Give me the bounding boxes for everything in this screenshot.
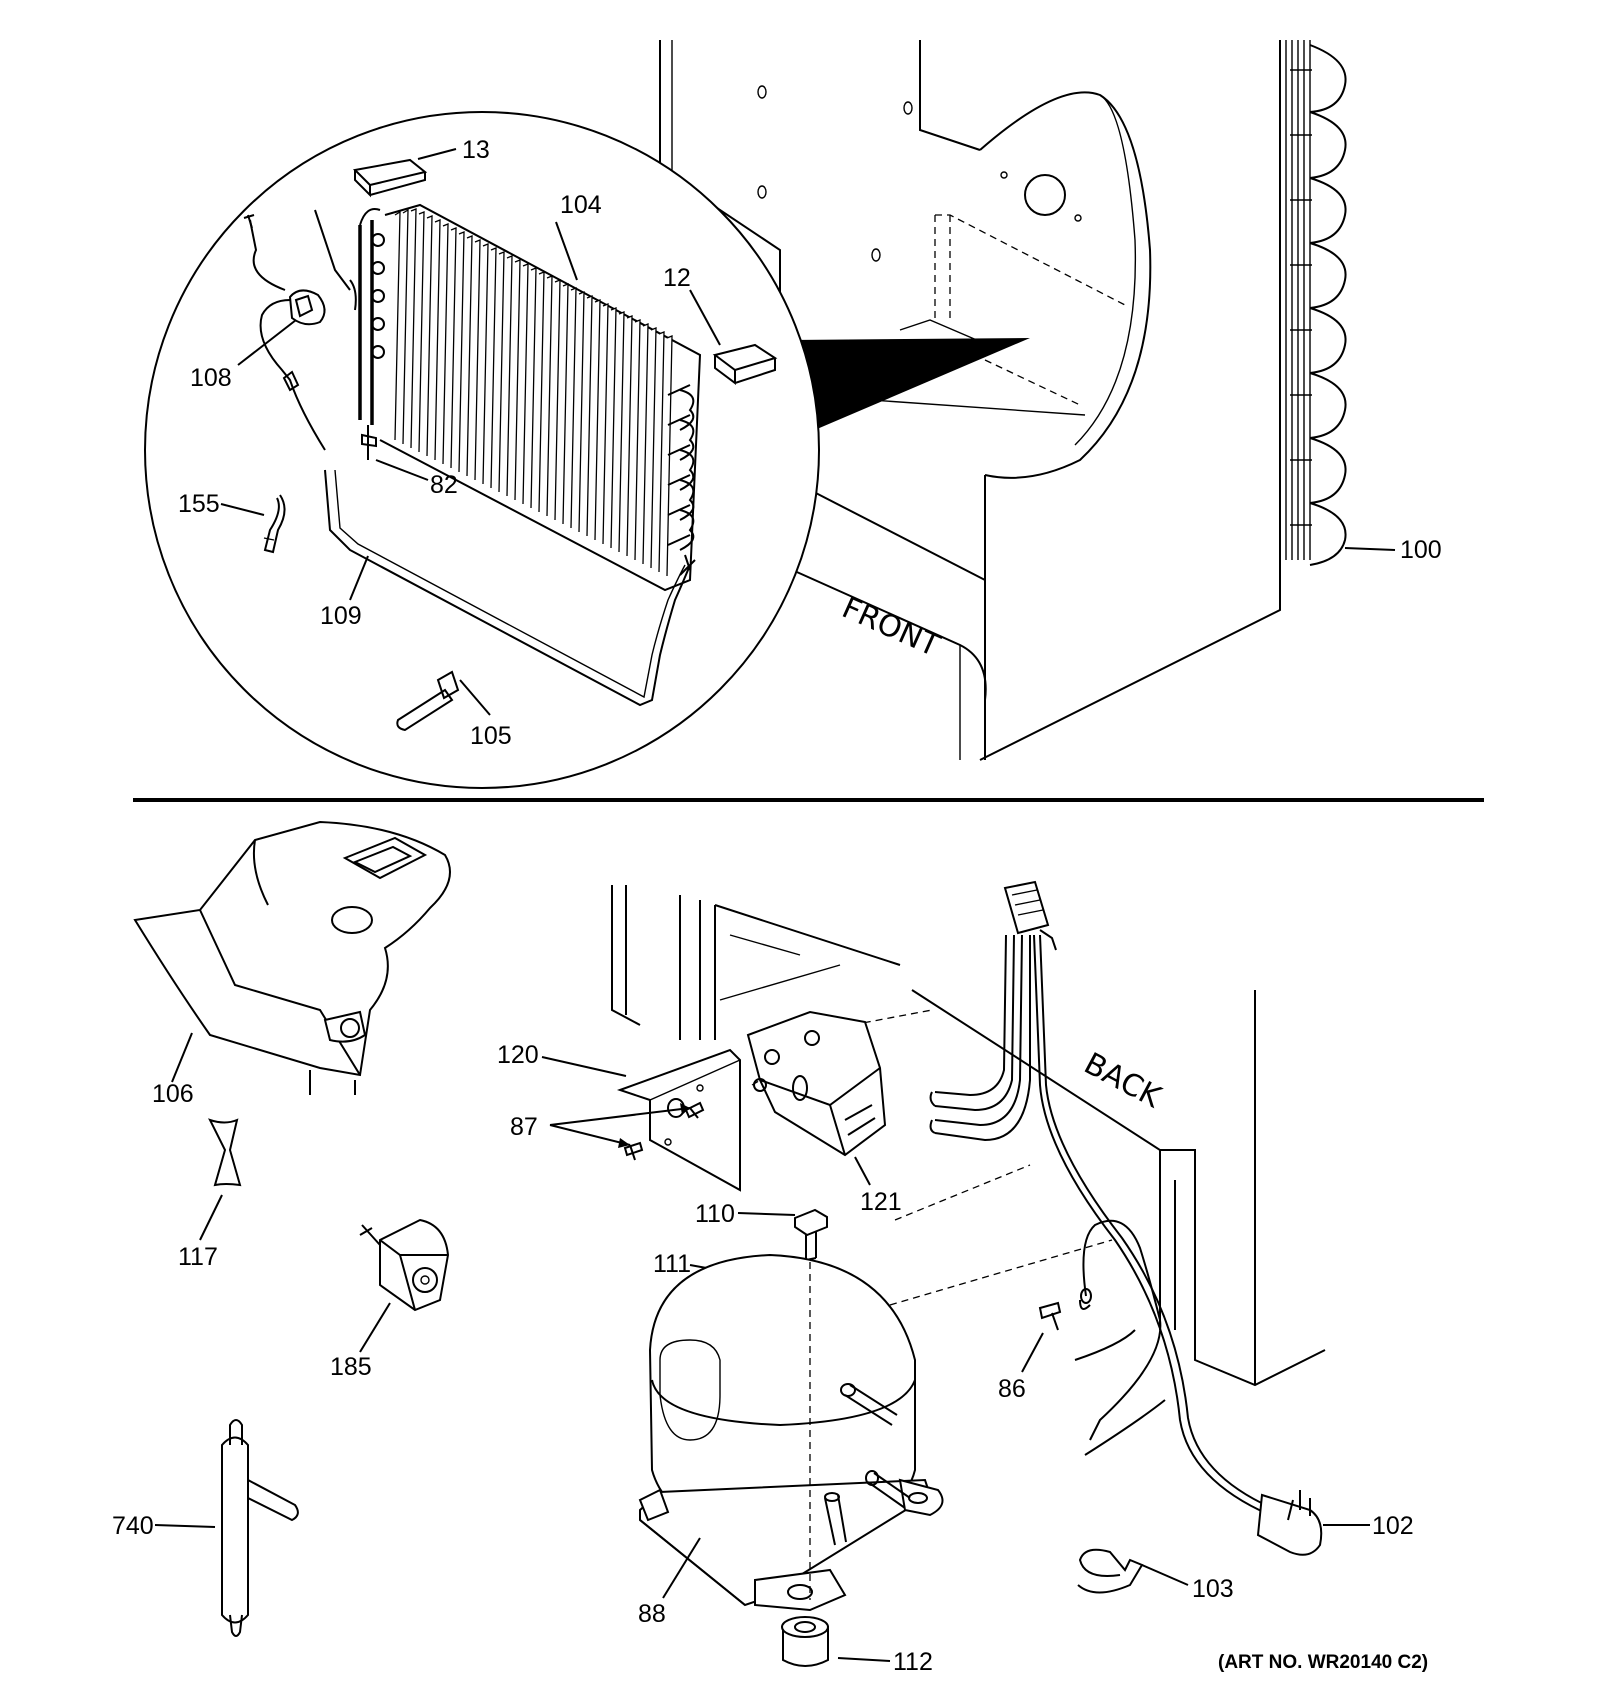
top-callouts: 13 104 12 108 82 155 109 105 100	[178, 136, 1442, 750]
callout-120: 120	[497, 1041, 539, 1069]
drain-fitting-105-icon	[396, 670, 460, 732]
bracket-120-icon	[616, 1048, 741, 1192]
callout-105: 105	[470, 722, 512, 750]
callout-88: 88	[638, 1600, 666, 1628]
front-label: FRONT	[837, 590, 945, 664]
relay-185-icon	[359, 1218, 450, 1312]
heater-tube-109-icon	[324, 469, 691, 707]
ice-maker-106-icon	[133, 820, 451, 1095]
callout-110: 110	[695, 1200, 735, 1228]
callout-102: 102	[1372, 1512, 1414, 1540]
callout-740: 740	[112, 1512, 154, 1540]
grommet-112-icon	[781, 1616, 829, 1667]
callout-121: 121	[860, 1188, 902, 1216]
callout-108: 108	[190, 364, 232, 392]
screw-87a-icon	[623, 1141, 644, 1161]
callout-104: 104	[560, 191, 602, 219]
art-number: (ART NO. WR20140 C2)	[1218, 1652, 1428, 1673]
drier-740-icon	[221, 1419, 299, 1637]
callout-111: 111	[653, 1250, 691, 1278]
condenser-coil	[1285, 40, 1347, 566]
heater-wiring-icon	[243, 209, 357, 554]
detail-pointer	[790, 338, 1030, 432]
compressor-88-icon	[638, 1253, 944, 1612]
defrost-timer-121-icon	[746, 1010, 887, 1157]
bolt-110-icon	[794, 1208, 828, 1237]
pad-13-icon	[352, 158, 428, 198]
callout-109: 109	[320, 602, 362, 630]
callout-86: 86	[998, 1375, 1026, 1403]
pad-12-icon	[712, 343, 778, 385]
callout-103: 103	[1192, 1575, 1234, 1603]
evaporator-detail-view	[144, 111, 820, 789]
heater-terminal-82-icon	[361, 425, 377, 460]
callout-12: 12	[663, 264, 691, 292]
screw-87b-icon	[684, 1101, 705, 1119]
callout-82: 82	[430, 471, 458, 499]
callout-106: 106	[152, 1080, 194, 1108]
screw-86-icon	[1038, 1301, 1062, 1331]
callout-13: 13	[462, 136, 490, 164]
cord-clip-103-icon	[1077, 1548, 1144, 1594]
callout-117: 117	[178, 1243, 218, 1271]
evaporator-icon	[358, 203, 702, 592]
callout-100: 100	[1400, 536, 1442, 564]
wiring-harness-icon	[929, 880, 1323, 1556]
callout-185: 185	[330, 1353, 372, 1381]
clip-117-icon	[208, 1118, 242, 1187]
callout-155: 155	[178, 490, 220, 518]
callout-112: 112	[893, 1648, 933, 1676]
callout-87: 87	[510, 1113, 538, 1141]
